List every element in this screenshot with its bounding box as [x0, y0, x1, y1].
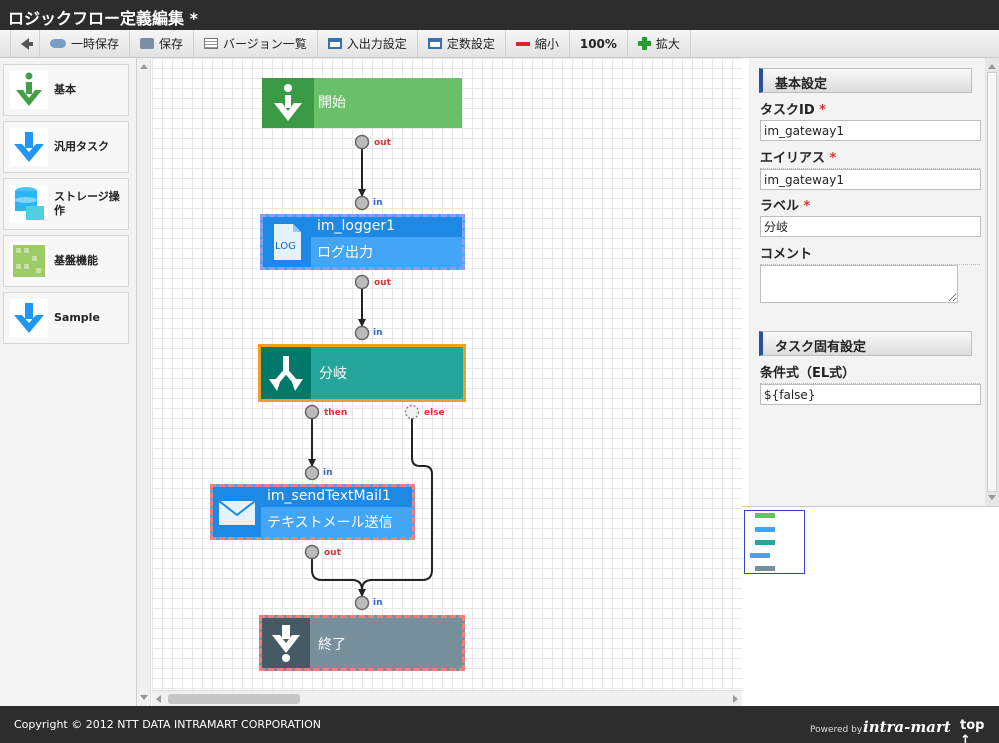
down-arrow-icon: [10, 299, 48, 337]
io-settings-button[interactable]: 入出力設定: [318, 30, 418, 57]
window-icon: [327, 38, 342, 49]
down-arrow-icon: [10, 128, 48, 166]
svg-text:LOG: LOG: [275, 241, 296, 252]
task-specific-settings-header[interactable]: タスク固有設定: [759, 331, 972, 356]
zoom-level-button[interactable]: 100%: [570, 30, 628, 57]
logger-node-id: im_logger1: [311, 217, 462, 237]
back-button[interactable]: [10, 30, 40, 57]
task-id-input[interactable]: [760, 120, 981, 141]
palette-scrollbar[interactable]: [137, 58, 151, 706]
minimap-viewport[interactable]: [744, 510, 805, 574]
window-title: ロジックフロー定義編集 *: [0, 0, 999, 30]
plus-icon: [637, 37, 651, 50]
properties-scrollbar[interactable]: [985, 58, 999, 506]
intra-mart-logo: intra-mart: [863, 718, 951, 736]
palette-item-basic[interactable]: 基本: [3, 64, 129, 116]
logger-node[interactable]: LOG im_logger1 ログ出力: [260, 214, 465, 270]
scroll-left-icon: [156, 695, 161, 703]
top-link[interactable]: top ↑: [960, 718, 985, 743]
version-list-button[interactable]: バージョン一覧: [194, 30, 318, 57]
scroll-down-icon: [140, 695, 148, 700]
temp-save-button[interactable]: 一時保存: [40, 30, 131, 57]
end-arrow-icon: [262, 618, 310, 668]
minimap-flow: [750, 513, 775, 571]
log-file-icon: LOG: [263, 217, 311, 267]
scroll-up-icon: [140, 64, 148, 69]
powered-by-text: Powered by: [810, 725, 863, 735]
port-label-in: in: [323, 468, 333, 478]
zoom-out-button[interactable]: 縮小: [506, 30, 570, 57]
comment-textarea[interactable]: [760, 265, 958, 303]
scroll-thumb[interactable]: [987, 72, 997, 492]
save-button[interactable]: 保存: [130, 30, 195, 57]
scroll-up-icon: [988, 64, 996, 69]
port-label-else: else: [424, 408, 445, 418]
envelope-icon: [213, 487, 261, 537]
label-label: ラベル *: [760, 195, 980, 217]
zoom-in-button[interactable]: 拡大: [628, 30, 691, 57]
task-palette: 基本 汎用タスク ストレージ操作 基盤機能 Sample: [0, 58, 137, 706]
overview-minimap[interactable]: [742, 506, 999, 706]
condition-input[interactable]: [760, 384, 981, 405]
palette-item-general-task[interactable]: 汎用タスク: [3, 121, 129, 173]
minus-icon: [515, 41, 530, 46]
mail-node-id: im_sendTextMail1: [261, 487, 412, 507]
mail-node-label: テキストメール送信: [267, 515, 393, 531]
properties-panel: 基本設定 タスクID * エイリアス * ラベル * コメント タスク固有設定 …: [749, 58, 985, 506]
connector-lines: [304, 134, 433, 611]
end-node[interactable]: 終了: [259, 615, 465, 671]
toolbar: 一時保存 保存 バージョン一覧 入出力設定 定数設定 縮小 100% 拡大: [0, 30, 999, 58]
copyright-text: Copyright © 2012 NTT DATA INTRAMART CORP…: [14, 718, 322, 731]
port-label-in: in: [373, 328, 383, 338]
basic-settings-header[interactable]: 基本設定: [759, 68, 972, 93]
branch-icon: [261, 347, 311, 399]
scroll-right-icon: [733, 695, 738, 703]
canvas-horizontal-scrollbar[interactable]: [152, 690, 742, 706]
back-arrow-icon: [21, 37, 33, 50]
scroll-thumb[interactable]: [168, 694, 300, 704]
port-label-then: then: [324, 408, 348, 418]
task-id-label: タスクID *: [760, 99, 980, 121]
end-node-label: 終了: [318, 637, 346, 653]
footer: Copyright © 2012 NTT DATA INTRAMART CORP…: [0, 706, 999, 743]
start-node[interactable]: 開始: [262, 78, 462, 128]
start-node-label: 開始: [318, 95, 346, 111]
alias-input[interactable]: [760, 169, 981, 190]
palette-item-sample[interactable]: Sample: [3, 292, 129, 344]
grid-blocks-icon: [10, 242, 48, 280]
database-icon: [10, 185, 48, 223]
logger-node-label: ログ出力: [317, 245, 373, 261]
list-icon: [204, 38, 219, 49]
basic-arrow-icon: [10, 71, 48, 109]
port-label-out: out: [374, 138, 391, 148]
palette-item-storage[interactable]: ストレージ操作: [3, 178, 129, 230]
port-label-out: out: [324, 548, 341, 558]
comment-label: コメント: [760, 243, 980, 265]
label-input[interactable]: [760, 216, 981, 237]
save-icon: [140, 38, 155, 49]
gateway-node-label: 分岐: [319, 366, 347, 382]
palette-item-platform[interactable]: 基盤機能: [3, 235, 129, 287]
alias-label: エイリアス *: [760, 147, 980, 169]
port-label-in: in: [373, 198, 383, 208]
port-label-in: in: [373, 598, 383, 608]
const-settings-button[interactable]: 定数設定: [418, 30, 506, 57]
cloud-save-icon: [50, 39, 66, 48]
flow-canvas[interactable]: out in out in then else in out in 開始 LOG…: [152, 58, 742, 690]
gateway-node[interactable]: 分岐: [258, 344, 466, 402]
start-arrow-icon: [262, 78, 314, 128]
mail-node[interactable]: im_sendTextMail1 テキストメール送信: [210, 484, 415, 540]
scroll-down-icon: [988, 495, 996, 500]
condition-label: 条件式（EL式）: [760, 362, 980, 384]
port-label-out: out: [374, 278, 391, 288]
window-icon: [427, 38, 442, 49]
